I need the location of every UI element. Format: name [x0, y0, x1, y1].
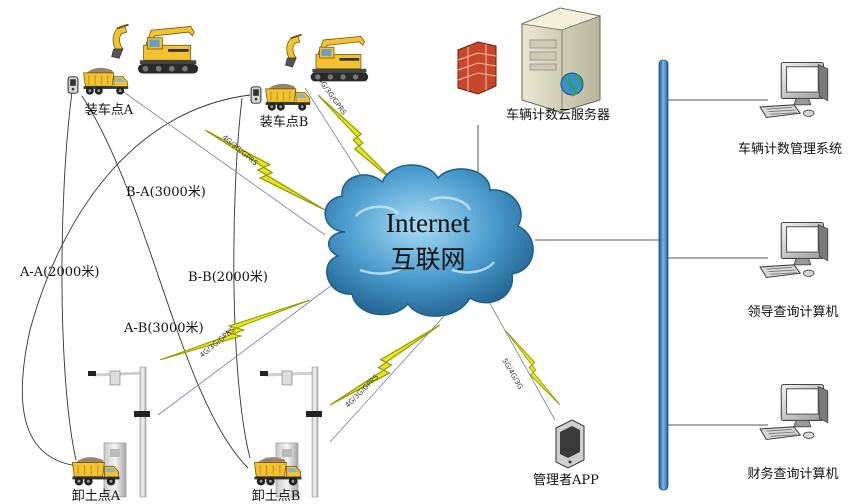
firewall-icon [457, 41, 497, 95]
signal-line-ua [157, 284, 333, 416]
computer-icon [759, 61, 829, 119]
cloud-subtitle: 互联网 [390, 245, 465, 274]
server-icon [520, 7, 602, 113]
internet-cloud: Internet 互联网 [324, 164, 534, 317]
signal-label: 4G/3G/GPRS [221, 133, 260, 167]
signal-line-ub [329, 314, 446, 443]
loading-point-label: 装车点B [260, 114, 309, 130]
loading-point-a: 装车点A [67, 23, 200, 118]
dump-truck-icon [83, 67, 129, 96]
gps-tracker-icon [250, 86, 262, 104]
unloading-point-label: 卸土点A [72, 488, 121, 504]
route-curves [21, 91, 251, 469]
signal-label: 4G/3G/GPRS [198, 325, 237, 359]
unloading-point-a: 卸土点A [72, 365, 152, 504]
route-labels: A-A(2000米) B-A(3000米) B-B(2000米) A-B(300… [19, 185, 268, 336]
lightning-icon [205, 130, 325, 210]
server-label: 车辆计数云服务器 [506, 107, 610, 123]
manager-app: 管理者APP [533, 419, 599, 488]
signal-label: 4G/3G/GPRS [344, 373, 381, 410]
route-a-b-line [81, 95, 249, 469]
unloading-point-b: 卸土点B [252, 365, 324, 504]
computer-leader: 领导查询计算机 [747, 221, 839, 320]
network-bus [658, 59, 669, 491]
globe-icon [560, 72, 584, 97]
gps-tracker-icon [67, 76, 79, 94]
loading-point-b: 装车点B [250, 33, 370, 130]
computer-icon [759, 383, 829, 441]
route-b-b-line [233, 97, 251, 459]
loading-point-label: 装车点A [85, 102, 134, 118]
excavator-icon [110, 23, 200, 75]
route-b-a-line [21, 94, 251, 467]
route-a-a-line [61, 91, 77, 461]
computer-label: 车辆计数管理系统 [738, 141, 842, 157]
lightning-icon [330, 325, 440, 405]
computer-label: 财务查询计算机 [747, 466, 838, 482]
route-label: A-B(3000米) [123, 321, 204, 336]
cloud-title: Internet [386, 208, 470, 238]
computer-label: 领导查询计算机 [747, 305, 838, 320]
computer-icon [759, 221, 829, 279]
computer-finance: 财务查询计算机 [747, 383, 839, 482]
signal-line-app [487, 299, 556, 421]
unloading-point-label: 卸土点B [252, 488, 301, 504]
excavator-icon [284, 33, 370, 83]
app-label: 管理者APP [533, 473, 599, 488]
route-label: A-A(2000米) [19, 265, 99, 280]
signal-line-a [117, 87, 326, 236]
signal-lines [117, 87, 556, 443]
route-label: B-B(2000米) [188, 270, 268, 285]
signal-line-b [304, 87, 371, 191]
route-label: B-A(3000米) [126, 185, 206, 200]
phone-icon [555, 419, 585, 469]
cloud-server: 车辆计数云服务器 [457, 7, 610, 123]
computer-management: 车辆计数管理系统 [738, 61, 842, 157]
signal-label: 5G/4G/3G [500, 357, 524, 391]
dump-truck-icon [265, 83, 311, 112]
cloud-icon [324, 164, 534, 317]
